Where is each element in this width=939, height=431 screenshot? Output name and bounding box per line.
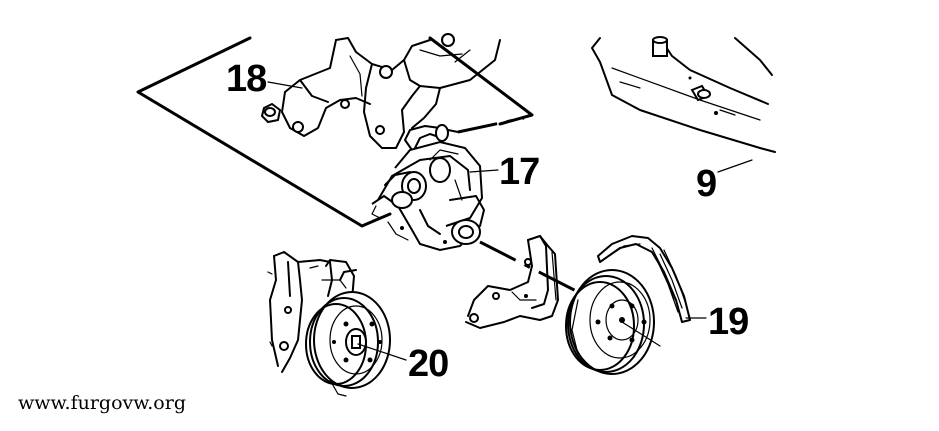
pump-pulley xyxy=(565,269,655,375)
callout-20: 20 xyxy=(408,343,448,385)
part-17-steering-pump xyxy=(371,140,485,252)
leader-9 xyxy=(717,159,753,173)
leader-18 xyxy=(267,81,303,89)
leader-20 xyxy=(357,343,407,361)
watermark-url: www.furgovw.org xyxy=(18,392,186,414)
callout-9: 9 xyxy=(696,163,716,205)
callout-19: 19 xyxy=(708,301,748,343)
part-9-engine-block xyxy=(591,36,776,153)
callout-18: 18 xyxy=(226,58,266,100)
part-18-mounting-bracket xyxy=(260,33,501,149)
leader-17 xyxy=(469,169,499,173)
axis-line-pump-to-pulley xyxy=(479,240,587,298)
part-20-pulley xyxy=(305,269,391,397)
mounting-plate xyxy=(465,235,559,329)
axis-line-hose xyxy=(457,116,525,134)
mounting-plane-outline-right xyxy=(428,36,534,126)
axis-line-pulley-19 xyxy=(621,321,661,347)
callout-17: 17 xyxy=(499,151,539,193)
part-19-drive-belt xyxy=(597,235,691,323)
mounting-plane-outline xyxy=(136,36,392,228)
